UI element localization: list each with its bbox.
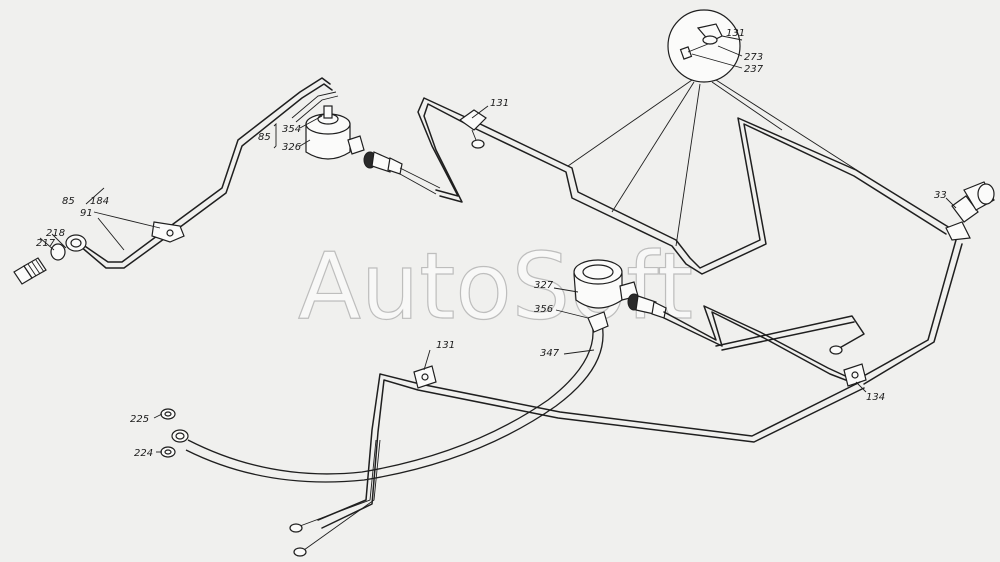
long-return-pipe: [317, 373, 865, 529]
callout-225: 225: [130, 414, 149, 425]
callout-326: 326: [282, 142, 301, 153]
callout-85-left: 85: [62, 196, 75, 207]
left-fitting: [50, 234, 87, 261]
pipe-clip-134: [843, 363, 867, 387]
wire-bundle-top: [291, 91, 339, 123]
callout-134: 134: [866, 392, 885, 403]
callout-218: 218: [46, 228, 65, 239]
label-brace: [85, 122, 277, 205]
callout-217: 217: [36, 238, 56, 249]
callout-131-top: 131: [490, 98, 509, 109]
fitting-33: [945, 181, 995, 241]
callout-273: 273: [744, 52, 763, 63]
callout-184: 184: [90, 196, 109, 207]
callout-237: 237: [744, 64, 764, 75]
callout-224: 224: [134, 448, 153, 459]
callout-354: 354: [282, 124, 301, 135]
ground-wires: [289, 439, 381, 557]
connector-lower: [627, 293, 667, 319]
banjo-bolt: [13, 257, 47, 285]
callout-85-upper: 85: [258, 132, 271, 143]
callout-131-inset: 131: [726, 28, 745, 39]
fuel-filter-326: [305, 105, 365, 160]
connector-upper: [363, 151, 441, 195]
fuel-hose-347: [185, 311, 609, 483]
callout-labels: 354 85 326 131 131 273 237 33 85 184 91 …: [36, 28, 947, 459]
callout-131-lower: 131: [436, 340, 455, 351]
callout-356: 356: [534, 304, 553, 315]
detail-inset: [667, 9, 741, 83]
middle-fuel-pipe: [417, 97, 951, 275]
callout-33: 33: [934, 190, 947, 201]
label-leaders: [39, 35, 957, 453]
banjo-fitting: [171, 429, 189, 443]
callout-91: 91: [80, 208, 93, 219]
leader-arrows: [567, 79, 867, 247]
pipe-clip-lower: [413, 365, 437, 389]
left-fuel-pipe: [75, 77, 333, 269]
eyelet-right: [829, 345, 843, 355]
pipe-clip-left: [151, 221, 185, 243]
lower-fuel-pipe: [663, 305, 865, 385]
callout-347: 347: [540, 348, 560, 359]
right-fuel-pipe: [859, 239, 963, 385]
pipe-clip-middle: [458, 109, 487, 149]
washers: [160, 408, 176, 458]
callout-327: 327: [534, 280, 554, 291]
